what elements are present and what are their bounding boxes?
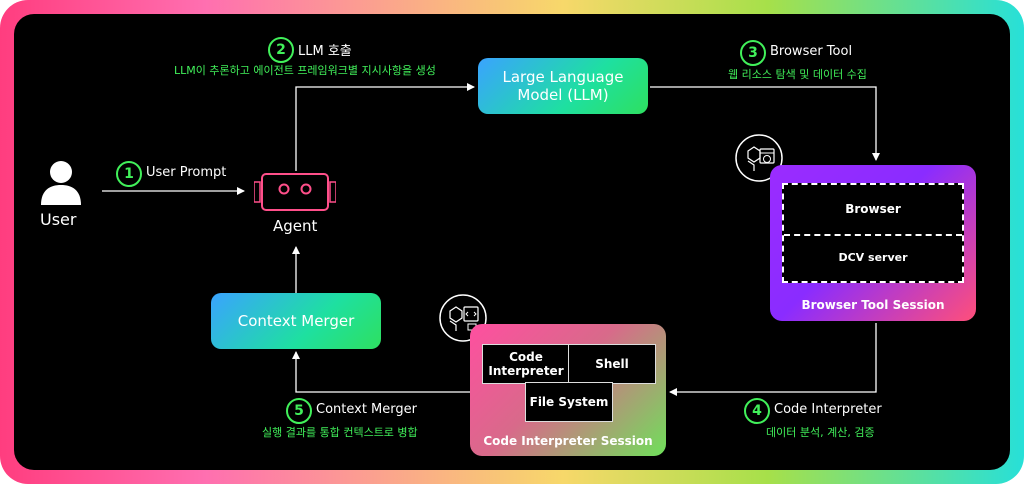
step-3-desc: 웹 리소스 탐색 및 데이터 수집	[728, 68, 867, 81]
browser-tool-session: Browser DCV server Browser Tool Session	[770, 165, 976, 321]
step-2-title: LLM 호출	[298, 44, 352, 59]
code-session-label: Code Interpreter Session	[483, 434, 653, 448]
step-3-badge: 3	[740, 40, 766, 66]
user-icon	[41, 161, 81, 205]
browser-tool-icon	[735, 134, 783, 182]
llm-title-line2: Model (LLM)	[517, 86, 609, 104]
context-merger-box: Context Merger	[211, 293, 381, 349]
llm-title-line1: Large Language	[502, 68, 624, 86]
browser-dcv-divider	[784, 234, 962, 236]
step-2-desc: LLM이 추론하고 에이전트 프레임워크별 지시사항을 생성	[174, 64, 436, 77]
dcv-server-label: DCV server	[838, 251, 908, 264]
arrow-browser-to-code	[669, 323, 877, 396]
code-interpreter-cell-line2: Interpreter	[488, 364, 564, 378]
code-interpreter-cell-line1: Code	[509, 350, 543, 364]
code-interpreter-session: Code Interpreter Shell File System Code …	[470, 324, 666, 456]
step-1-badge: 1	[116, 161, 142, 187]
browser-label: Browser	[845, 202, 901, 216]
browser-dcv-container: Browser DCV server	[782, 183, 964, 283]
step-5-desc: 실행 결과를 통합 컨텍스트로 병합	[262, 426, 418, 439]
step-2-badge: 2	[268, 37, 294, 63]
user-label: User	[40, 210, 77, 229]
arrow-llm-to-browser	[650, 86, 880, 161]
code-interpreter-cell: Code Interpreter	[482, 344, 570, 384]
browser-session-label: Browser Tool Session	[801, 298, 945, 312]
step-4-title: Code Interpreter	[774, 402, 882, 417]
agent-label: Agent	[273, 217, 318, 235]
file-system-cell: File System	[525, 382, 613, 422]
llm-box: Large Language Model (LLM)	[478, 58, 648, 114]
step-5-title: Context Merger	[316, 402, 417, 417]
arrow-agent-to-llm	[295, 83, 475, 171]
step-1-title: User Prompt	[146, 165, 227, 180]
step-5-badge: 5	[286, 398, 312, 424]
step-3-title: Browser Tool	[770, 44, 853, 59]
step-4-desc: 데이터 분석, 계산, 검증	[766, 426, 875, 439]
arrow-code-to-merger	[292, 351, 470, 393]
shell-cell: Shell	[568, 344, 656, 384]
step-4-badge: 4	[744, 398, 770, 424]
agent-robot-icon	[254, 173, 336, 211]
